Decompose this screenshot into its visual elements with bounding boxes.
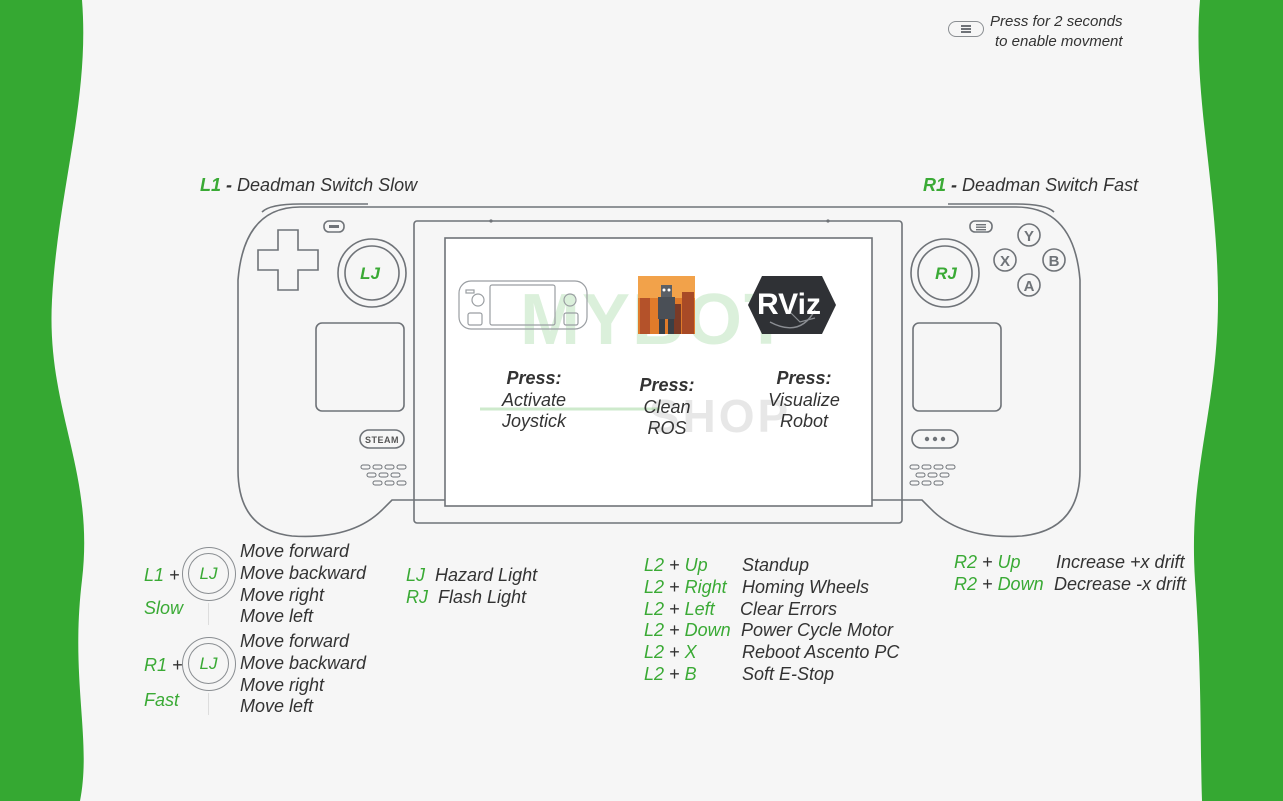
b-button-label: B [1049,253,1060,270]
app-title: Press: [506,368,562,388]
y-button-label: Y [1024,228,1034,245]
y-button[interactable] [1017,223,1041,247]
steam-deck-icon[interactable] [458,280,588,330]
fast-joystick-icon: LJ [182,637,236,691]
app-line1: Visualize [768,389,840,410]
r1-bumper[interactable] [948,203,1055,213]
slow-action-left: Move left [240,606,314,627]
app-clean-ros[interactable]: Press: Clean ROS [627,375,707,440]
left-green-swoosh [0,0,85,801]
slow-action-forward: Move forward [240,541,350,561]
fast-action-right: Move right [240,674,325,695]
lights-list: LJ Hazard Light RJ Flash Light [406,564,537,608]
l1-sep: - [226,175,233,195]
slow-actions: Move forward Move backward Move right Mo… [240,541,366,628]
fast-caption: Fast [144,690,180,710]
right-green-swoosh [1193,0,1283,801]
dpad[interactable] [257,229,319,291]
menu-button[interactable] [969,220,993,233]
r1-label: Deadman Switch Fast [962,175,1139,195]
l1-key: L1 [200,175,222,195]
app-activate-joystick[interactable]: Press: Activate Joystick [494,368,574,433]
fast-stick-label: LJ [199,654,218,673]
right-trackpad[interactable] [912,322,1002,412]
light-row-hazard: LJ Hazard Light [406,565,538,585]
a-button[interactable] [1017,273,1041,297]
fast-action-left: Move left [240,696,314,717]
app-title: Press: [639,375,695,395]
app-line1: Clean [643,396,691,417]
fast-actions: Move forward Move backward Move right Mo… [240,631,366,718]
quick-access-button[interactable] [911,429,959,449]
slow-stick-label: LJ [199,564,218,583]
screen-bezel [413,220,903,524]
app-title: Press: [776,368,832,388]
left-joystick-inner[interactable] [344,245,400,301]
watermark-line2: SHOP [649,390,791,442]
menu-button-icon [948,21,984,37]
x-button-label: X [1000,253,1010,270]
a-button-label: A [1024,278,1035,295]
app-line2: ROS [647,418,687,438]
app-line1: Activate [501,389,567,410]
b-button[interactable] [1042,248,1066,272]
lj-label: LJ [360,264,380,283]
l1-bumper[interactable] [261,203,368,213]
r1-bumper-label: R1 - Deadman Switch Fast [923,175,1138,196]
slow-action-backward: Move backward [240,562,367,583]
fast-combo-key: R1 + [144,655,183,676]
steam-button-label: STEAM [365,435,399,445]
rviz-icon[interactable]: RViz [748,276,836,334]
r1-key: R1 [923,175,947,195]
x-button[interactable] [993,248,1017,272]
right-joystick-outer[interactable] [910,238,980,308]
top-hint-line2: to enable movment [994,33,1123,50]
fast-plus: + [172,655,183,675]
top-hint-text: Press for 2 seconds to enable movment [990,12,1123,52]
slow-plus: + [169,565,180,585]
app-visualize-robot[interactable]: Press: Visualize Robot [759,368,849,433]
right-joystick-inner[interactable] [917,245,973,301]
left-trackpad[interactable] [315,322,405,412]
rviz-logo-text: RViz [757,288,821,321]
light-row-flash: RJ Flash Light [406,587,527,607]
slow-action-right: Move right [240,584,325,605]
app-line2: Joystick [501,411,566,431]
view-button[interactable] [323,220,345,233]
l1-label: Deadman Switch Slow [237,175,418,195]
rj-label: RJ [935,264,957,283]
app-line2: Robot [779,411,829,431]
slow-combo-key: L1 + [144,565,180,586]
fast-action-forward: Move forward [240,631,350,651]
fast-key: R1 [144,655,168,675]
l1-bumper-label: L1 - Deadman Switch Slow [200,175,417,196]
r1-sep: - [951,175,958,195]
fast-action-backward: Move backward [240,652,367,673]
robot-city-icon[interactable] [638,276,695,334]
slow-caption: Slow [144,598,184,618]
slow-key: L1 [144,565,165,585]
top-hint-line1: Press for 2 seconds [990,13,1123,30]
slow-joystick-icon: LJ [182,547,236,601]
steam-button[interactable] [359,429,405,449]
device-body [237,206,1081,538]
left-joystick-outer[interactable] [337,238,407,308]
